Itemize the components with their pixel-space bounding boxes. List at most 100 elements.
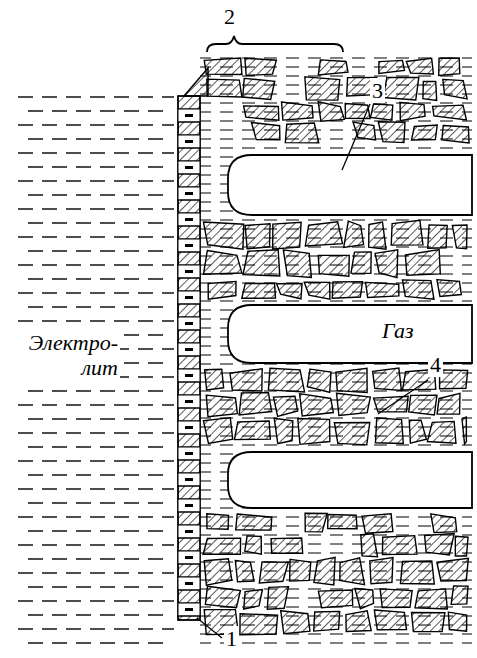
electrolyte-dash (52, 222, 67, 223)
particle (355, 589, 374, 609)
electrolyte-dash (148, 390, 163, 391)
electrolyte-dash (90, 96, 105, 97)
electrolyte-dash (66, 264, 81, 265)
electrolyte-dash (52, 306, 67, 307)
particle (245, 536, 262, 554)
electrolyte-dash (100, 558, 115, 559)
electrolyte-dash (52, 278, 67, 279)
electrolyte-dash (42, 516, 57, 517)
electrolyte-dash (90, 124, 105, 125)
electrolyte-dash (28, 306, 43, 307)
electrolyte-dash (124, 642, 139, 643)
electrolyte-dash (114, 432, 129, 433)
electrolyte-dash (100, 502, 115, 503)
electrolyte-dash (42, 600, 57, 601)
electrolyte-dash (100, 614, 115, 615)
electrolyte-dash (124, 418, 139, 419)
strip-pore (185, 348, 193, 351)
electrolyte-dash (162, 572, 174, 573)
strip-cell (178, 564, 200, 577)
particle (245, 58, 277, 75)
particle (415, 589, 447, 609)
particle (362, 514, 393, 533)
electrolyte-dash (100, 110, 115, 111)
electrolyte-dash (76, 614, 91, 615)
electrolyte-dash (162, 488, 174, 489)
electrolyte-dash (66, 208, 81, 209)
strip-cell (178, 408, 200, 421)
particle (318, 102, 344, 121)
particle (371, 104, 393, 120)
electrolyte-dash (18, 320, 33, 321)
particle (334, 423, 369, 445)
particle (207, 79, 242, 97)
callout-number: 1 (224, 626, 239, 651)
electrolyte-dash (18, 96, 33, 97)
callout-number: 2 (222, 4, 237, 29)
strip-cell (178, 291, 200, 304)
particle (208, 281, 236, 299)
electrolyte-dash (148, 306, 163, 307)
electrolyte-dash (148, 222, 163, 223)
electrolyte-dash (148, 642, 163, 643)
electrolyte-dash (90, 152, 105, 153)
strip-cell (178, 434, 200, 447)
electrolyte-dash (114, 628, 129, 629)
particle (243, 250, 280, 276)
particle (406, 58, 433, 74)
electrolyte-dash (52, 250, 67, 251)
particle (242, 283, 276, 298)
strip-cell (178, 148, 200, 161)
electrolyte-dash (66, 432, 81, 433)
electrolyte-dash (42, 628, 57, 629)
electrolyte-dash (148, 558, 163, 559)
electrolyte-dash (18, 544, 33, 545)
strip-pore (185, 452, 193, 455)
particle (380, 589, 412, 608)
electrolyte-dash (66, 180, 81, 181)
region-label: Электро- лит (12, 330, 120, 381)
electrolyte-dash (28, 586, 43, 587)
particle (369, 222, 386, 249)
electrolyte-dash (148, 418, 163, 419)
electrolyte-dash (114, 544, 129, 545)
electrolyte-dash (76, 446, 91, 447)
particle (409, 395, 437, 415)
electrolyte-dash (162, 348, 174, 349)
electrolyte-dash (114, 152, 129, 153)
particle (412, 125, 438, 140)
catalyst-particles (203, 58, 469, 635)
electrolyte-dash (100, 390, 115, 391)
particle (382, 536, 417, 555)
electrolyte-dash (52, 474, 67, 475)
strip-pore (185, 322, 193, 325)
bracket (207, 36, 343, 52)
electrolyte-dash (114, 600, 129, 601)
strip-cell (178, 460, 200, 473)
particle (304, 282, 330, 299)
electrolyte-dash (52, 502, 67, 503)
electrolyte-dash (66, 152, 81, 153)
electrolyte-dash (138, 180, 153, 181)
gas-channel (228, 452, 472, 508)
strip-cell (178, 538, 200, 551)
electrolyte-dash (42, 264, 57, 265)
strip-cell (178, 278, 200, 291)
electrolyte-dash (162, 460, 174, 461)
particle (448, 612, 466, 631)
electrolyte-dash (124, 250, 139, 251)
pore-liquid (200, 55, 472, 645)
electrolyte-dash (18, 180, 33, 181)
electrolyte-dash (90, 208, 105, 209)
electrolyte-dash (100, 418, 115, 419)
strip-cell (178, 317, 200, 330)
particle (433, 105, 467, 120)
electrolyte-dash (42, 152, 57, 153)
electrolyte-dash (18, 264, 33, 265)
electrolyte-dash (162, 628, 174, 629)
electrolyte-dash (100, 250, 115, 251)
particle (462, 417, 466, 444)
particle (285, 123, 318, 143)
electrolyte-dash (148, 362, 163, 363)
particle (442, 125, 469, 142)
